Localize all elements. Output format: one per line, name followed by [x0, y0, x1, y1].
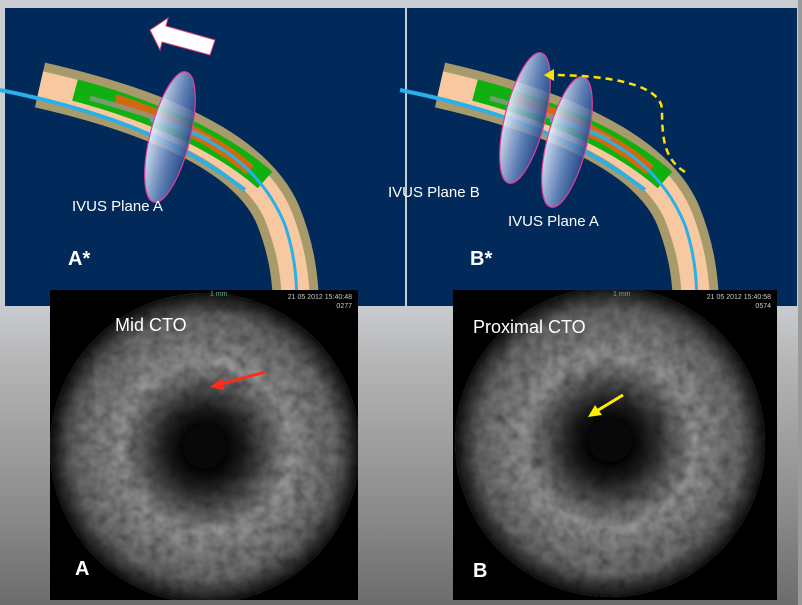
dashed-move-arrow [549, 73, 686, 174]
panel-label-a-star: A* [68, 248, 91, 270]
red-arrow-icon [217, 370, 266, 387]
ivus-caption-a: Mid CTO [115, 315, 187, 335]
ivus-plane-a-disc [144, 71, 196, 203]
plane-a-label: IVUS Plane A [72, 198, 163, 215]
ivus-cross-section-a [50, 293, 358, 600]
panel-label-b-star: B* [470, 248, 493, 270]
scale-label: 1 mm [210, 291, 228, 298]
ivus-letter-b: B [473, 560, 488, 582]
slide-edge [798, 0, 802, 605]
ivus-caption-b: Proximal CTO [473, 317, 586, 337]
ivus-plane-b-disc [499, 52, 551, 184]
scale-label: 1 mm [613, 291, 631, 298]
plane-b-label: IVUS Plane B [388, 184, 480, 201]
ivus-letter-a: A [75, 558, 90, 580]
yellow-arrow-icon [594, 393, 624, 414]
arrowhead-icon [544, 69, 554, 81]
ivus-cross-section-b [455, 290, 765, 597]
pullback-arrow-icon [149, 16, 216, 56]
plane-a-label-b: IVUS Plane A [508, 213, 599, 230]
